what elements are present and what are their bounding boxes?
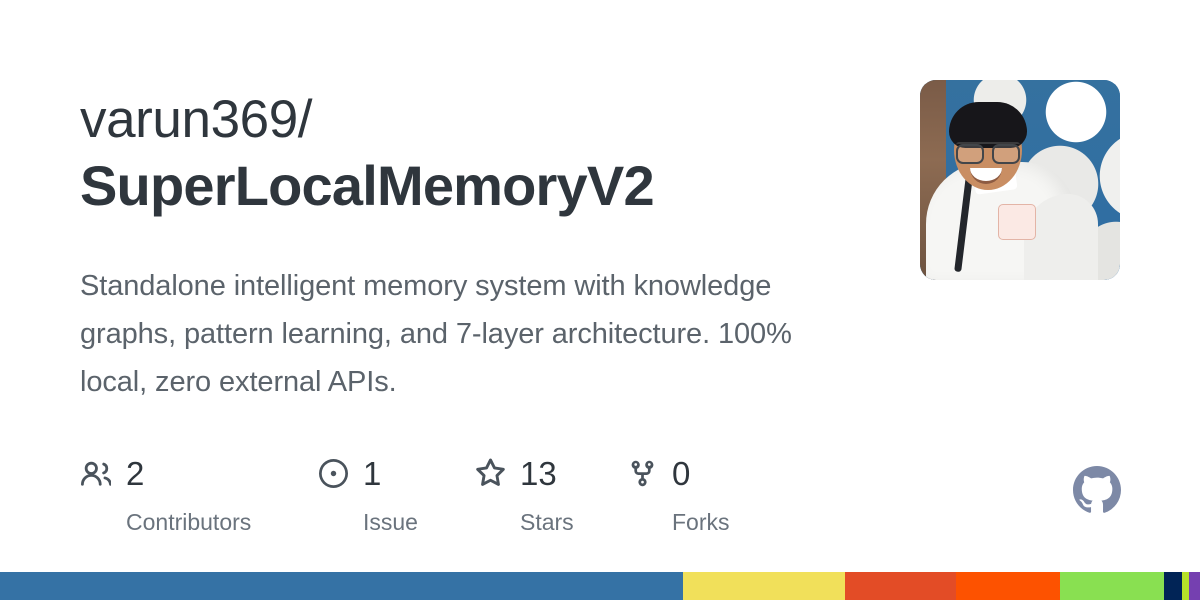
stat-stars-top: 13 (474, 452, 626, 494)
stat-contributors-value: 2 (126, 454, 145, 492)
language-segment (0, 572, 683, 600)
stat-stars-value: 13 (520, 454, 557, 492)
language-segment (845, 572, 956, 600)
stat-contributors: 2 Contributors (80, 452, 317, 535)
language-segment (956, 572, 1060, 600)
stat-issue: 1 Issue (317, 452, 474, 535)
stat-forks-top: 0 (626, 452, 746, 494)
issue-opened-icon (317, 457, 349, 489)
repo-stats: 2 Contributors 1 Issue (80, 452, 746, 535)
stat-issue-top: 1 (317, 452, 474, 494)
repo-description: Standalone intelligent memory system wit… (80, 270, 792, 398)
avatar-hair (949, 102, 1027, 148)
stat-forks: 0 Forks (626, 452, 746, 535)
stat-forks-value: 0 (672, 454, 691, 492)
repo-owner: varun369/ (80, 90, 313, 149)
people-icon (80, 457, 112, 489)
avatar-smile (970, 168, 1002, 184)
language-segment (1189, 572, 1200, 600)
stat-issue-label: Issue (363, 509, 418, 535)
repo-forked-icon (626, 457, 658, 489)
language-segment (1164, 572, 1182, 600)
language-segment (683, 572, 845, 600)
avatar (920, 80, 1120, 280)
stat-contributors-label: Contributors (126, 509, 252, 535)
avatar-arm (1024, 194, 1098, 280)
stat-stars-label: Stars (520, 509, 574, 535)
page-title: varun369/ SuperLocalMemoryV2 (80, 88, 870, 220)
stat-issue-value: 1 (363, 454, 382, 492)
language-segment (1060, 572, 1164, 600)
github-mark-icon (1073, 466, 1121, 514)
stat-forks-label: Forks (672, 509, 730, 535)
avatar-glasses (956, 142, 1020, 164)
language-bar (0, 572, 1200, 600)
repo-name: SuperLocalMemoryV2 (80, 154, 655, 217)
stat-contributors-top: 2 (80, 452, 317, 494)
language-segment (1182, 572, 1189, 600)
avatar-shirt-logo (998, 204, 1036, 240)
stat-stars: 13 Stars (474, 452, 626, 535)
star-icon (474, 457, 506, 489)
